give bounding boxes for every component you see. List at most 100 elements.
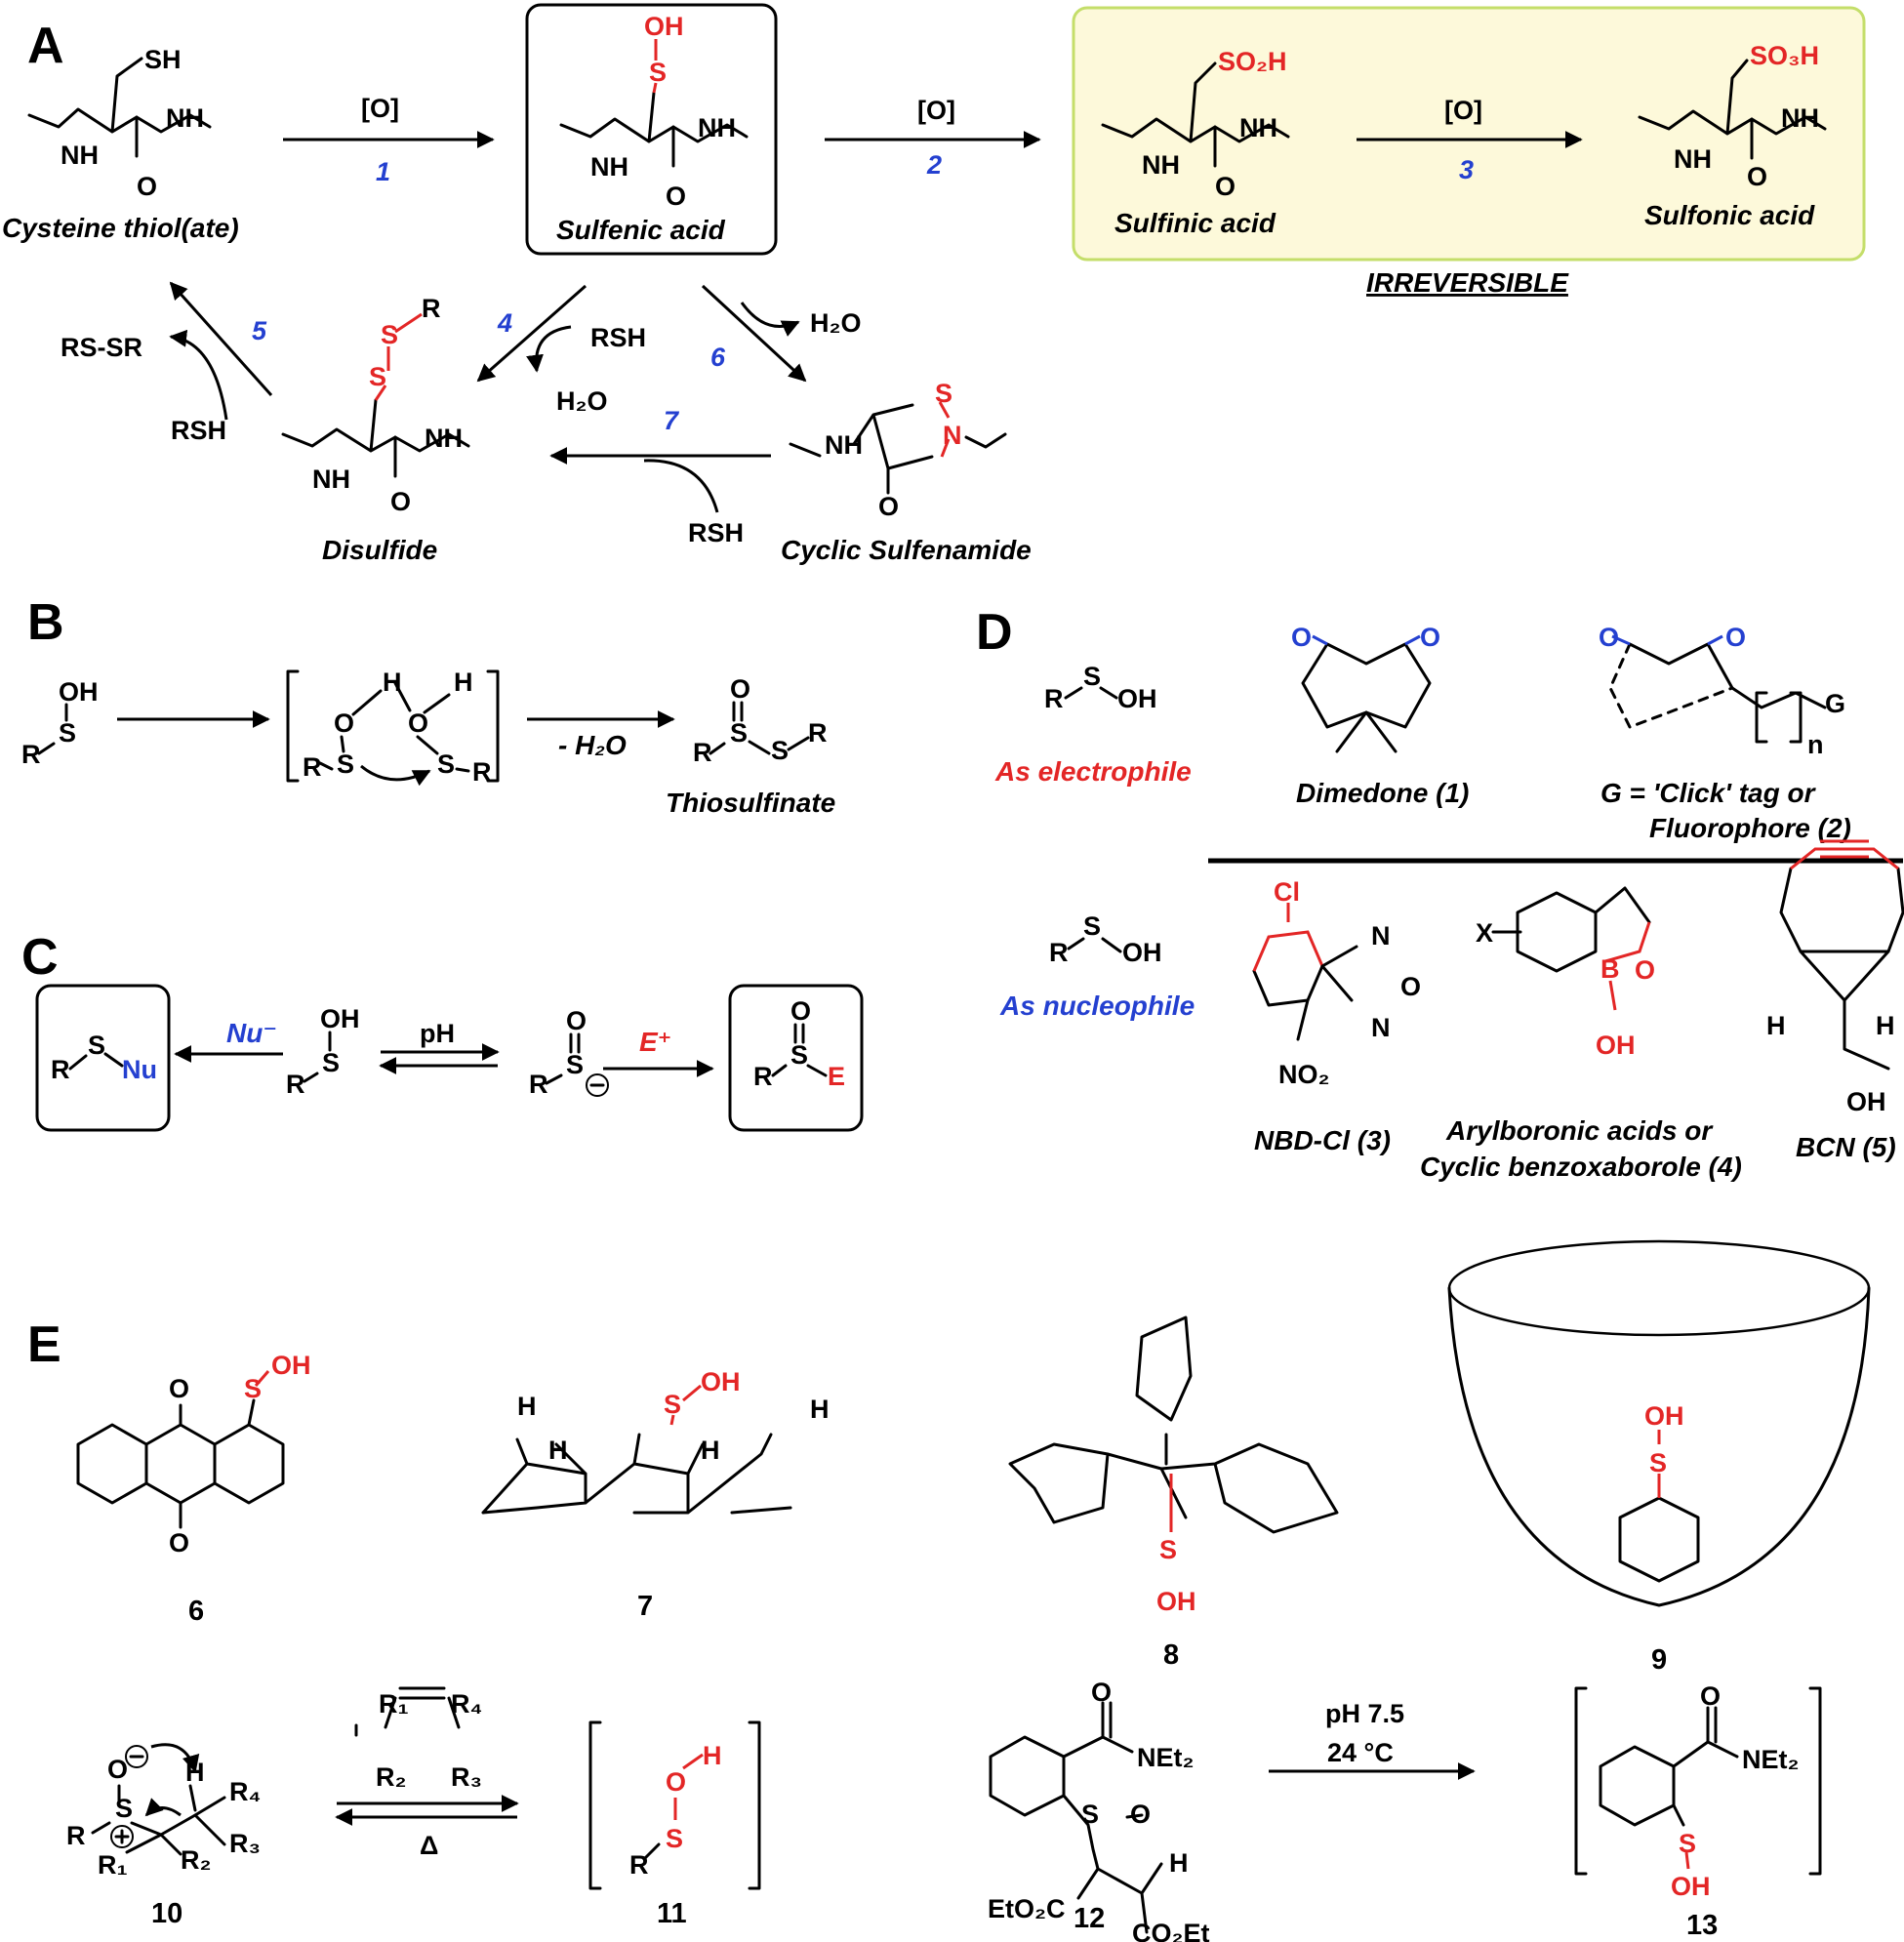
label-dimedone: Dimedone (1) [1296, 778, 1469, 808]
svg-text:H: H [1169, 1848, 1189, 1878]
svg-text:O: O [107, 1755, 128, 1784]
panel-label-a: A [27, 18, 64, 74]
sulfenic-acid-box [525, 3, 778, 256]
label-click-tag: G = 'Click' tag or [1600, 778, 1817, 808]
sulfenic-rsoh-c: OH S R [286, 1004, 360, 1099]
svg-text:NH: NH [1781, 103, 1819, 133]
svg-text:O: O [1700, 1681, 1721, 1711]
svg-text:H: H [703, 1741, 722, 1770]
compound-7-structure: H H H H S OH [481, 1367, 830, 1515]
label-nbd: NBD-Cl (3) [1254, 1125, 1391, 1155]
svg-text:R: R [529, 1070, 548, 1099]
label-irreversible: IRREVERSIBLE [1366, 267, 1569, 298]
svg-text:EtO₂C: EtO₂C [988, 1894, 1066, 1923]
svg-text:OH: OH [644, 12, 684, 41]
svg-text:S: S [935, 379, 952, 408]
svg-text:S: S [1159, 1535, 1177, 1564]
svg-text:X: X [1476, 918, 1493, 948]
svg-text:R₃: R₃ [451, 1762, 482, 1792]
svg-text:S: S [1679, 1829, 1696, 1858]
label-compound-9: 9 [1651, 1644, 1667, 1676]
sulfinic-structure: SO₂H NH NH O [1101, 47, 1290, 201]
svg-text:S: S [337, 749, 354, 779]
svg-text:H: H [701, 1436, 720, 1465]
cysteine-structure: SH NH NH O [27, 45, 212, 201]
compound-13-brackets [1574, 1686, 1822, 1876]
svg-text:S: S [566, 1050, 584, 1079]
svg-text:R₄: R₄ [451, 1689, 482, 1719]
svg-text:O: O [169, 1374, 189, 1403]
svg-text:O: O [1130, 1800, 1151, 1829]
panel-label-e: E [27, 1316, 61, 1373]
compound-10-structure: O S R H R₄ R₃ R₁ R₂ [66, 1743, 261, 1880]
label-sulfenic: Sulfenic acid [556, 215, 726, 245]
dimer-transition-state: O H O H S S R R [303, 668, 492, 787]
svg-text:O: O [1091, 1678, 1112, 1707]
panel-c: C R S Nu Nu⁻ OH S R pH O S R E⁺ O S R E [21, 929, 864, 1132]
svg-text:R₂: R₂ [376, 1762, 407, 1792]
compound-11-brackets [588, 1720, 761, 1890]
compound-9-structure: S OH [1447, 1239, 1871, 1607]
svg-text:O: O [566, 1006, 587, 1035]
svg-text:S: S [1083, 662, 1101, 691]
svg-text:O: O [878, 492, 899, 521]
svg-text:O: O [137, 172, 157, 201]
transition-state-brackets [286, 669, 500, 783]
dimedone-probe-structure: O O G n [1599, 623, 1845, 759]
svg-text:Nu⁻: Nu⁻ [226, 1018, 277, 1048]
sulfenic-rsoh-d1: S R OH [1044, 662, 1157, 713]
arrow-step-6 [701, 284, 807, 383]
svg-text:4: 4 [497, 308, 512, 338]
label-boron-1: Arylboronic acids or [1445, 1115, 1714, 1146]
bcn-structure: H H OH [1766, 839, 1904, 1116]
label-compound-12: 12 [1074, 1903, 1105, 1934]
svg-text:S: S [369, 362, 386, 391]
svg-text:CO₂Et: CO₂Et [1132, 1919, 1210, 1942]
svg-text:RSH: RSH [171, 416, 226, 445]
svg-text:OH: OH [1846, 1087, 1886, 1116]
svg-text:24 °C: 24 °C [1327, 1738, 1394, 1767]
svg-text:NEt₂: NEt₂ [1742, 1745, 1800, 1774]
svg-text:R: R [51, 1055, 70, 1084]
svg-text:N: N [1371, 921, 1391, 951]
label-cysteine: Cysteine thiol(ate) [2, 213, 239, 243]
svg-text:R: R [472, 757, 492, 787]
sulfonic-structure: SO₃H NH NH O [1638, 41, 1827, 191]
label-cyclic: Cyclic Sulfenamide [781, 535, 1032, 565]
svg-text:NH: NH [698, 113, 736, 142]
svg-text:pH: pH [420, 1019, 455, 1048]
svg-text:R: R [1044, 684, 1064, 713]
svg-text:R: R [66, 1821, 86, 1850]
compound-11-structure: H O S R [629, 1741, 722, 1880]
svg-text:OH: OH [320, 1004, 360, 1033]
svg-text:H: H [810, 1395, 830, 1424]
svg-text:S: S [1649, 1448, 1667, 1477]
sulfenic-structure: OH S NH NH O [559, 12, 749, 211]
svg-text:H: H [185, 1758, 205, 1787]
svg-text:NH: NH [425, 424, 463, 453]
compound-6-structure: O O S OH [76, 1351, 311, 1558]
svg-text:O: O [1747, 162, 1767, 191]
svg-text:RSH: RSH [688, 518, 744, 547]
svg-text:O: O [666, 182, 686, 211]
svg-text:E: E [828, 1062, 845, 1091]
svg-text:R₁: R₁ [379, 1689, 409, 1719]
svg-text:SO₃H: SO₃H [1750, 41, 1819, 70]
svg-text:G: G [1825, 689, 1845, 718]
svg-text:O: O [1420, 623, 1440, 652]
svg-text:Cl: Cl [1274, 877, 1300, 907]
label-sulfonic: Sulfonic acid [1644, 200, 1815, 230]
benzoxaborole-structure: X O B OH [1476, 886, 1655, 1060]
svg-text:R: R [21, 740, 41, 769]
svg-text:NH: NH [1674, 144, 1712, 174]
label-compound-8: 8 [1163, 1639, 1179, 1671]
svg-text:NO₂: NO₂ [1278, 1060, 1330, 1089]
svg-text:OH: OH [1117, 684, 1157, 713]
label-electrophile: As electrophile [994, 756, 1192, 787]
svg-text:SH: SH [144, 45, 182, 74]
label-compound-7: 7 [637, 1591, 653, 1622]
svg-text:B: B [1600, 954, 1620, 984]
label-bcn: BCN (5) [1796, 1132, 1896, 1162]
compound-13-structure: O NEt₂ S OH [1599, 1681, 1800, 1901]
nucleophile-product-box [35, 984, 171, 1132]
